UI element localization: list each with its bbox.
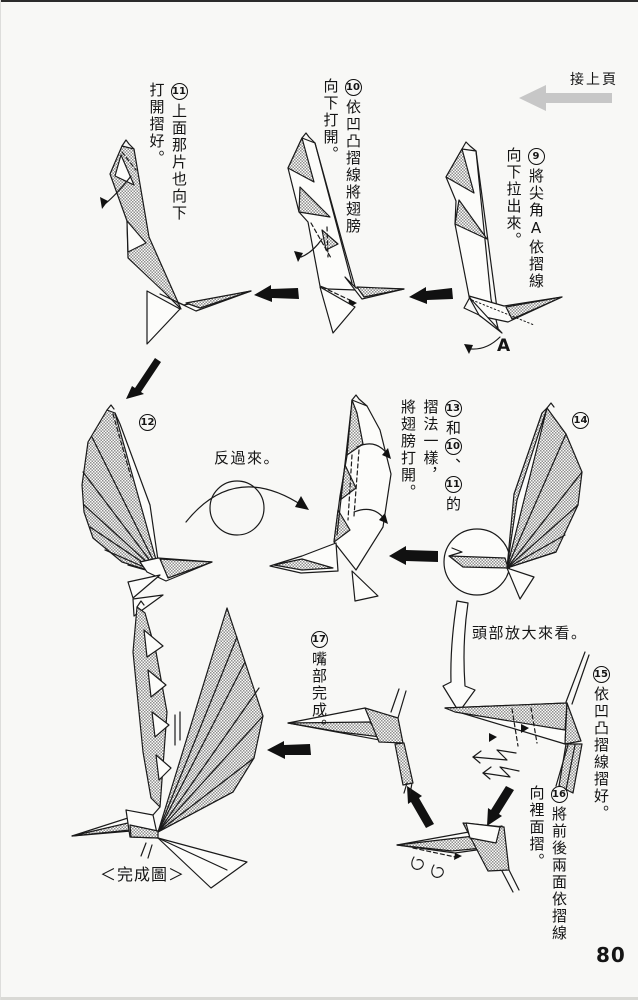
- step-13-number: 13: [444, 400, 462, 417]
- flow-arrow-11-to-12: [126, 358, 161, 399]
- zoom-callout-arrow: [442, 600, 476, 713]
- step-11-reference: 11: [444, 476, 462, 493]
- step-15-text: 依凹凸摺線摺好。: [592, 686, 610, 822]
- step-11-text: 上面那片也向下 打開摺好。: [147, 82, 189, 222]
- figure-step-10: [287, 132, 405, 334]
- step-10-reference: 10: [444, 438, 462, 455]
- page-bottom-edge: [0, 997, 638, 1000]
- figure-step-16: [396, 822, 520, 893]
- figure-step-9: [445, 141, 563, 354]
- step-9-text: 將尖角A依摺線 向下拉出來。: [504, 147, 546, 290]
- flow-arrow-13-to-14: [389, 546, 438, 565]
- step-10-number: 10: [344, 79, 362, 96]
- step-16-text: 將前後兩面依摺線 向裡面摺。: [527, 785, 569, 942]
- flip-over-label: 反過來。: [214, 449, 281, 467]
- step-15-number: 15: [592, 666, 610, 683]
- head-zoom-label: 頭部放大來看。: [472, 624, 588, 642]
- figure-step-11: [100, 139, 252, 345]
- completed-figure-label: ＜完成圖＞: [100, 865, 186, 884]
- step-13-instruction: 13 和10 、11的 摺法一樣， 將翅膀打開。: [394, 399, 464, 589]
- step-16-number: 16: [550, 786, 568, 803]
- figure-step-14: [442, 402, 583, 713]
- step-13-text: 的 摺法一樣， 將翅膀打開。: [399, 399, 462, 513]
- page-left-edge: [0, 0, 1, 1000]
- step-10-text: 依凹凸摺線將翅膀 向下打開。: [321, 78, 363, 235]
- page-top-edge: [0, 0, 638, 2]
- step-9-instruction: 9將尖角A依摺線 向下拉出來。: [499, 147, 547, 327]
- flow-arrow-16-to-17: [407, 786, 434, 828]
- step-16-instruction: 16將前後兩面依摺線 向裡面摺。: [522, 785, 570, 953]
- flow-arrow-9-to-10: [409, 287, 453, 304]
- flow-arrow-17-to-complete: [267, 741, 311, 759]
- step-14-number: 14: [572, 412, 589, 429]
- step-11-number: 11: [170, 83, 188, 100]
- page-number: 80: [596, 943, 626, 967]
- figure-completed: [71, 600, 264, 889]
- step-15-instruction: 15 依凹凸摺線摺好。: [586, 665, 612, 827]
- flow-arrow-15-to-16: [487, 786, 514, 826]
- step-17-text: 嘴部完成。: [310, 651, 328, 736]
- step-13-text: 和: [444, 420, 462, 437]
- step-13-text: 、: [444, 458, 462, 475]
- figure-step-15: [444, 651, 590, 794]
- step-12-number: 12: [139, 414, 156, 431]
- step-17-number: 17: [310, 631, 328, 648]
- figure-step-12: [81, 404, 213, 617]
- step-11-instruction: 11上面那片也向下 打開摺好。: [142, 82, 190, 242]
- flow-arrow-10-to-11: [254, 285, 299, 302]
- continue-arrow-icon: [519, 85, 612, 111]
- point-a-label: A: [497, 336, 511, 356]
- figure-step-13: [269, 394, 392, 602]
- step-10-instruction: 10依凹凸摺線將翅膀 向下打開。: [316, 78, 364, 256]
- step-17-instruction: 17 嘴部完成。: [304, 630, 330, 750]
- figure-step-17: [287, 688, 414, 795]
- step-9-number: 9: [527, 148, 545, 165]
- continued-from-previous-page-label: 接上頁: [570, 72, 618, 88]
- flip-over-symbol: [185, 480, 309, 536]
